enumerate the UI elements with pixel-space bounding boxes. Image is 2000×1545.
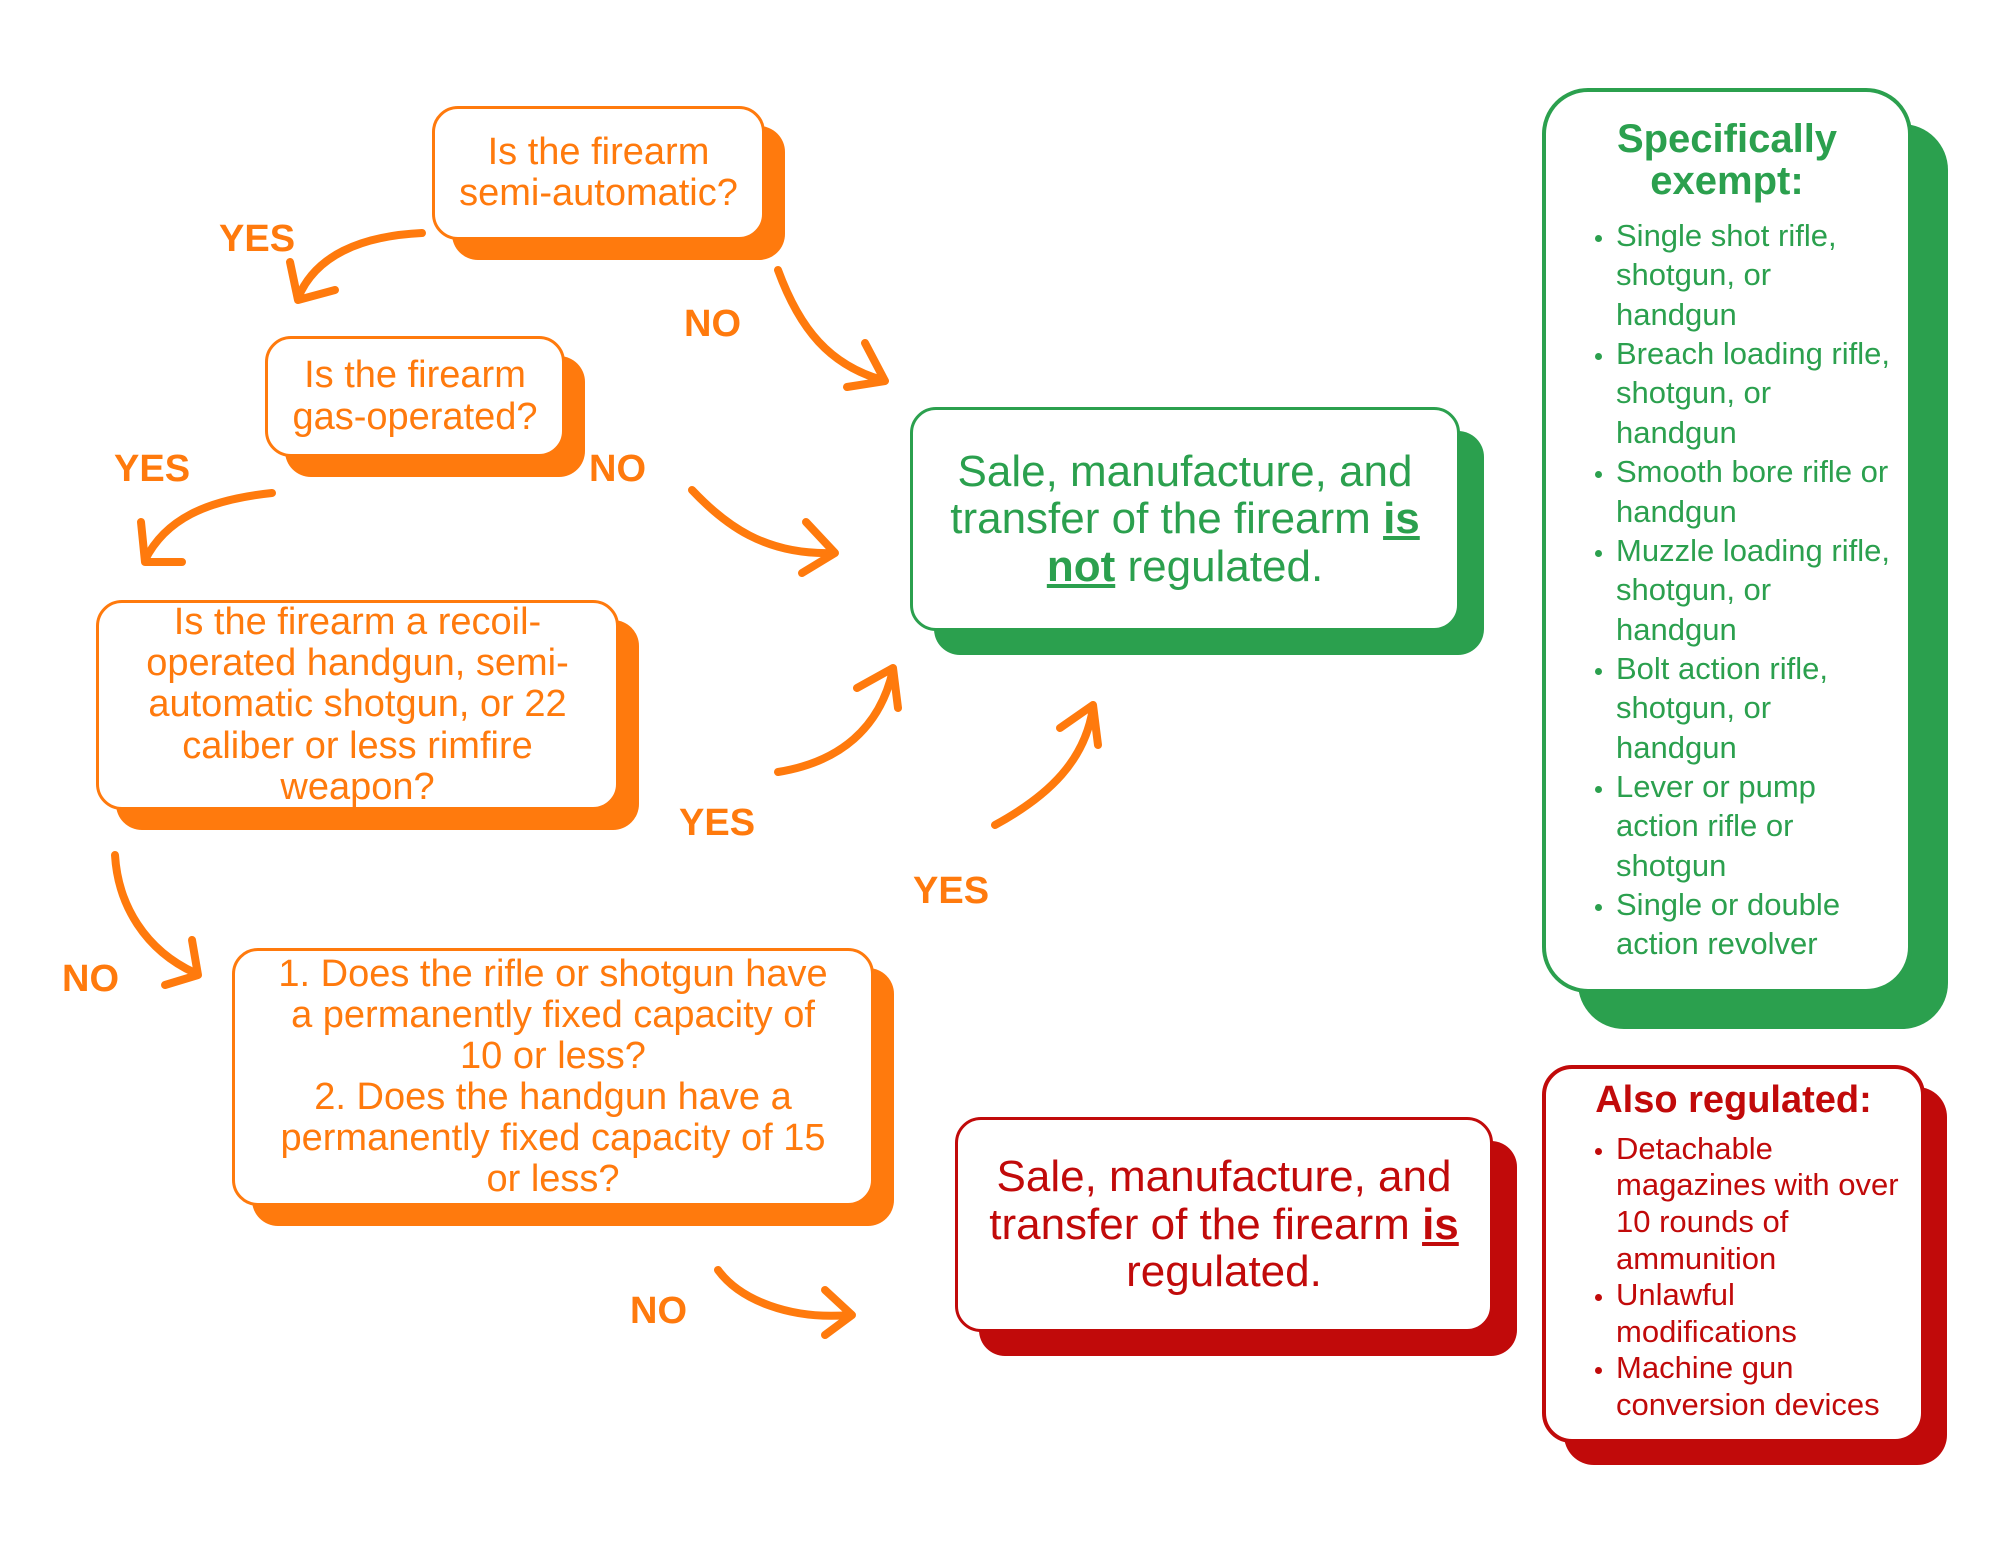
label-no-q3: NO: [62, 958, 119, 1000]
exempt-panel: Specifically exempt: Single shot rifle, …: [1542, 88, 1912, 993]
question-text: Is the firearm a recoil-operated handgun…: [146, 601, 569, 808]
question-text: Is the firearm semi-automatic?: [459, 130, 738, 214]
question-text-2: 2. Does the handgun have a permanently f…: [280, 1076, 826, 1201]
exempt-list: Single shot rifle, shotgun, or handgun B…: [1546, 216, 1908, 964]
result-emphasis: is not: [1046, 494, 1420, 591]
question-fixed-capacity: 1. Does the rifle or shotgun have a perm…: [232, 948, 874, 1206]
exempt-item: Single shot rifle, shotgun, or handgun: [1616, 216, 1898, 334]
arrow-q1-no: [774, 266, 889, 391]
label-no-q4: NO: [630, 1290, 687, 1332]
also-regulated-list: Detachable magazines with over 10 rounds…: [1546, 1131, 1921, 1424]
exempt-item: Single or double action revolver: [1616, 885, 1898, 964]
result-regulated: Sale, manufacture, and transfer of the f…: [955, 1117, 1493, 1332]
question-gas-operated: Is the firearm gas-operated?: [265, 336, 565, 457]
result-text: Sale, manufacture, and transfer of the f…: [950, 446, 1413, 544]
also-regulated-item: Unlawful modifications: [1616, 1277, 1911, 1350]
label-no-q1: NO: [684, 303, 741, 345]
exempt-title: Specifically exempt:: [1616, 117, 1838, 203]
label-yes-q1: YES: [219, 218, 296, 260]
arrow-q3-no: [111, 851, 202, 989]
label-yes-q2: YES: [114, 448, 191, 490]
arrow-q3-yes: [774, 664, 902, 776]
exempt-item: Lever or pump action rifle or shotgun: [1616, 767, 1898, 885]
also-regulated-title: Also regulated:: [1595, 1079, 1872, 1121]
exempt-item: Muzzle loading rifle, shotgun, or handgu…: [1616, 531, 1898, 649]
result-text-end: regulated.: [1126, 1247, 1322, 1297]
exempt-item: Smooth bore rifle or handgun: [1616, 452, 1898, 531]
result-text: Sale, manufacture, and transfer of the f…: [989, 1152, 1452, 1249]
arrow-q2-no: [688, 486, 839, 577]
label-yes-q4: YES: [913, 870, 990, 912]
result-text-end: regulated.: [1127, 541, 1324, 591]
result-emphasis: is: [1422, 1199, 1459, 1249]
label-no-q2: NO: [589, 448, 646, 490]
question-text-1: 1. Does the rifle or shotgun have a perm…: [278, 952, 828, 1077]
exempt-item: Breach loading rifle, shotgun, or handgu…: [1616, 334, 1898, 452]
also-regulated-panel: Also regulated: Detachable magazines wit…: [1542, 1065, 1925, 1443]
exempt-item: Bolt action rifle, shotgun, or handgun: [1616, 649, 1898, 767]
also-regulated-item: Detachable magazines with over 10 rounds…: [1616, 1131, 1911, 1277]
question-text: Is the firearm gas-operated?: [292, 354, 538, 438]
question-recoil-operated: Is the firearm a recoil-operated handgun…: [96, 600, 619, 810]
label-yes-q3: YES: [679, 802, 756, 844]
question-semi-automatic: Is the firearm semi-automatic?: [432, 106, 765, 240]
arrow-q4-yes: [991, 701, 1102, 829]
arrow-q2-yes: [137, 489, 276, 566]
arrow-q1-yes: [286, 229, 426, 304]
arrow-q4-no: [714, 1266, 856, 1339]
result-not-regulated: Sale, manufacture, and transfer of the f…: [910, 407, 1460, 631]
also-regulated-item: Machine gun conversion devices: [1616, 1350, 1911, 1423]
